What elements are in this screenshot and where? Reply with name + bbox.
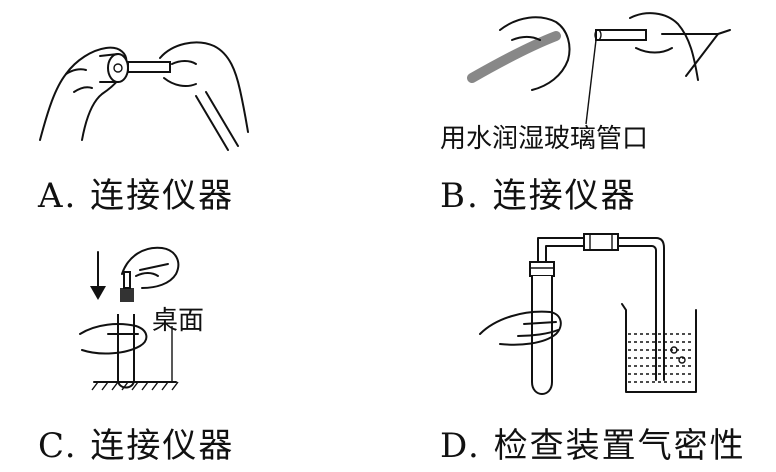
left-hand	[39, 46, 128, 141]
bubble	[670, 346, 678, 354]
hand	[479, 310, 562, 346]
panel-c: 桌面 C. 连接仪器	[0, 232, 380, 472]
rubber-stopper	[107, 53, 129, 83]
beaker	[621, 303, 697, 393]
rubber-stopper	[120, 288, 134, 302]
panel-d-caption: D. 检查装置气密性	[440, 426, 746, 466]
panel-a: A. 连接仪器	[0, 0, 380, 230]
glass-tube	[127, 61, 171, 73]
glass-tube	[595, 29, 647, 41]
panel-d: D. 检查装置气密性	[400, 232, 776, 472]
bubble	[678, 356, 686, 364]
panel-b-illustration	[467, 12, 731, 125]
panel-b-note: 用水润湿玻璃管口	[440, 124, 649, 154]
left-hand	[499, 16, 571, 91]
panel-a-caption: A. 连接仪器	[38, 176, 235, 216]
connecting-tube	[537, 237, 665, 381]
rubber-connector	[583, 233, 619, 251]
lower-hand	[79, 323, 148, 355]
panel-c-illustration	[79, 246, 180, 391]
rubber-hose	[467, 31, 561, 83]
bent-tube	[661, 33, 719, 77]
panel-b: 用水润湿玻璃管口 B. 连接仪器	[400, 0, 776, 230]
right-hand	[159, 41, 249, 133]
note-pointer	[585, 39, 597, 125]
rubber-hose	[195, 91, 239, 151]
panel-b-caption: B. 连接仪器	[440, 176, 637, 216]
panel-a-illustration	[39, 41, 249, 151]
panel-d-illustration	[479, 233, 697, 395]
rubber-stopper	[529, 261, 555, 277]
panel-c-caption: C. 连接仪器	[38, 426, 235, 466]
panel-c-note: 桌面	[152, 306, 205, 336]
upper-hand	[121, 246, 180, 289]
right-hand	[629, 12, 699, 81]
